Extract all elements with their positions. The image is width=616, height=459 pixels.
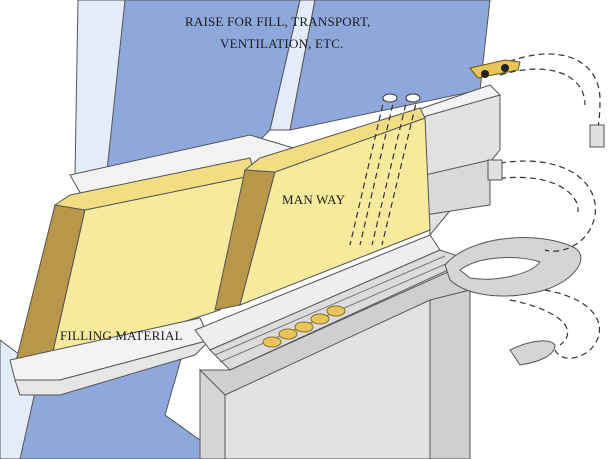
drift-end-1 [487,159,503,181]
drift-end-2 [589,124,605,148]
fill-floor-front [14,339,212,396]
pillar-face [224,299,431,459]
ramp-lower-segment [509,340,556,366]
loader-wheel-2 [501,64,509,72]
loader-wheel-1 [481,70,489,78]
raise-dashed-1 [349,94,396,246]
track-line-1 [214,255,446,356]
ore-car-2 [278,328,298,340]
pillar-right [429,289,471,459]
raise-opening-1 [382,93,398,103]
man-way-label: MAN WAY [282,192,346,207]
ramp-dashed-lower-2 [509,299,569,346]
ore-car-4 [310,313,330,325]
pillar-front [199,368,226,459]
filling-material-label: FILLING MATERIAL [60,328,183,343]
raise-label-line2: VENTILATION, ETC. [220,36,344,51]
ore-cars [262,305,346,348]
fill-block-right-top [243,107,426,173]
access-ramp [444,237,582,366]
ore-car-1 [262,336,282,348]
ramp-spiral-inner [459,256,541,280]
ramp-dashed-mid [489,160,596,252]
loader-vehicle [469,59,521,79]
ore-car-5 [326,305,346,317]
raise-label-line1: RAISE FOR FILL, TRANSPORT, [185,14,371,29]
raise-dashed-2 [371,94,419,246]
raise-openings [382,93,421,103]
raise-opening-2 [405,93,421,103]
ramp-dashed-upper-2 [499,68,586,106]
ore-car-3 [294,321,314,333]
ramp-dashed-lower [544,289,600,359]
fill-blocks [14,107,431,366]
